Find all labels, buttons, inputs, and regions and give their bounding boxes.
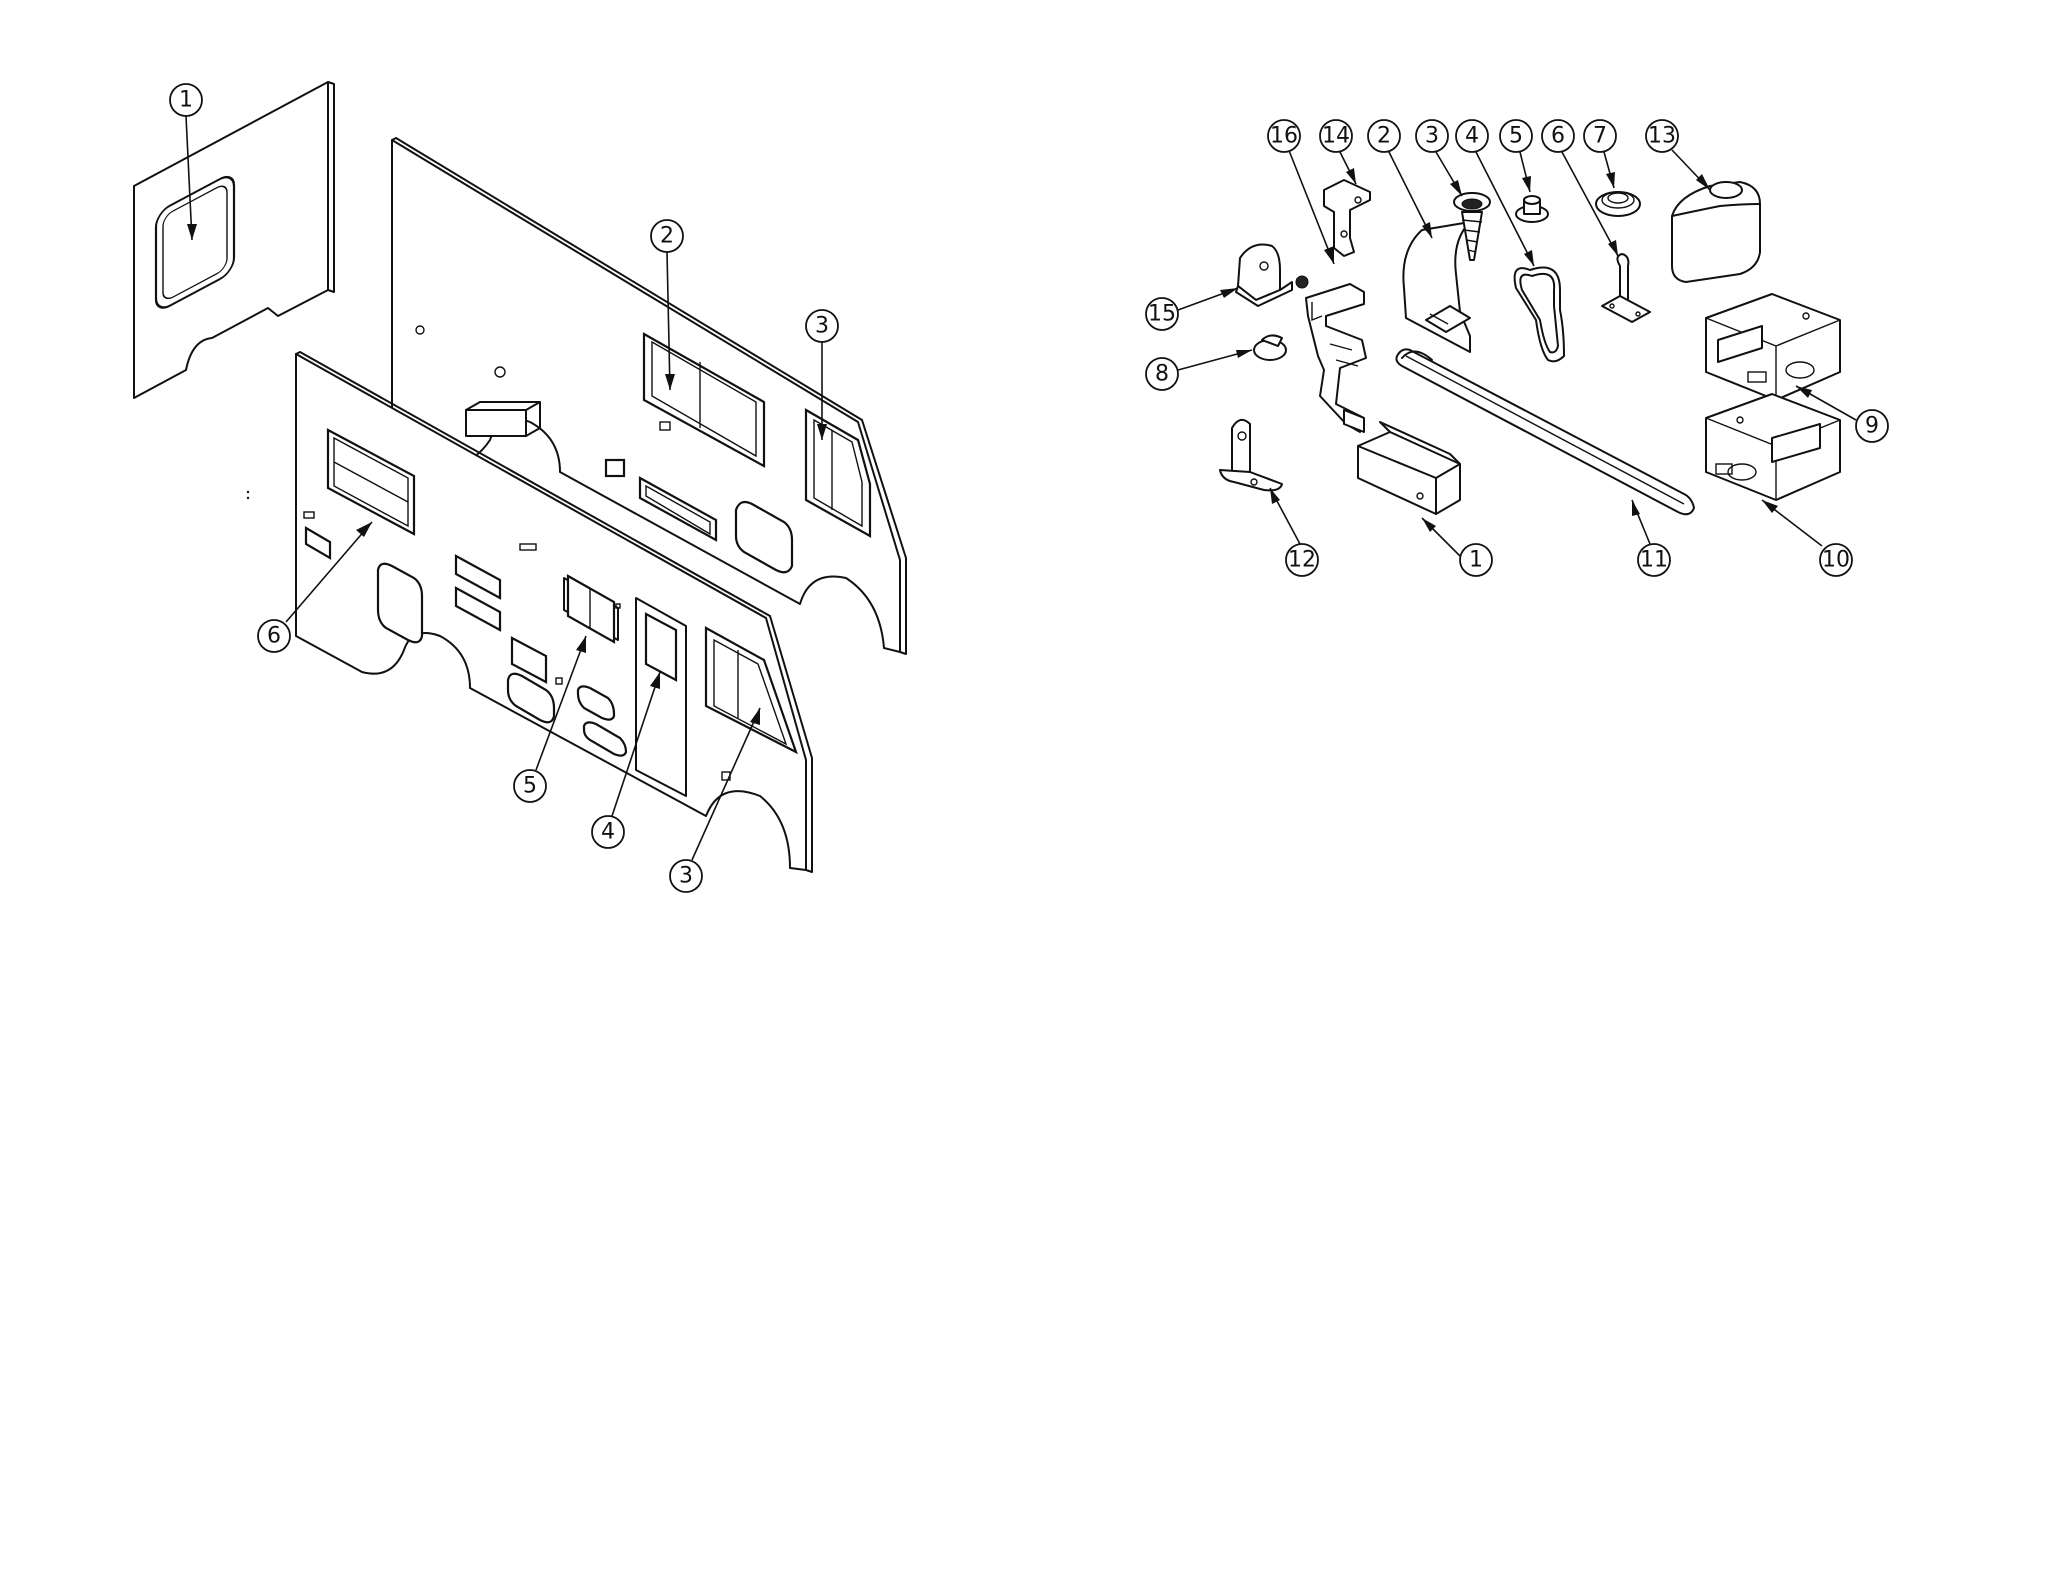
svg-text:12: 12 (1288, 548, 1316, 573)
rear-cap-panel (134, 82, 334, 398)
callout-8-cap: 8 (1146, 350, 1252, 390)
svg-text:9: 9 (1865, 414, 1879, 439)
callout-13-tank: 13 (1646, 120, 1710, 190)
callout-10-bracket-box: 10 (1762, 500, 1852, 576)
svg-text:5: 5 (1509, 124, 1523, 149)
callout-1-channel: 1 (1422, 518, 1492, 576)
svg-text:14: 14 (1322, 124, 1350, 149)
part-4-wire-loop (1515, 268, 1564, 362)
svg-text:2: 2 (660, 224, 674, 249)
svg-text:6: 6 (1551, 124, 1565, 149)
svg-text:16: 16 (1270, 124, 1298, 149)
callout-12-gusset: 12 (1270, 488, 1318, 576)
part-2-curved-strip (1403, 222, 1470, 352)
part-8-cap (1254, 335, 1286, 360)
part-10-bracket-box (1706, 394, 1840, 500)
part-7-grommet (1596, 192, 1640, 216)
svg-text:7: 7 (1593, 124, 1607, 149)
callout-3-screw: 3 (1416, 120, 1462, 196)
part-13-tank (1672, 182, 1760, 282)
hardware-parts-right (1220, 180, 1840, 514)
svg-text:3: 3 (679, 864, 693, 889)
svg-text:3: 3 (815, 314, 829, 339)
svg-text:3: 3 (1425, 124, 1439, 149)
stray-mark (247, 491, 249, 499)
part-12-gusset (1220, 420, 1282, 491)
svg-text:4: 4 (601, 820, 615, 845)
part-5-button (1516, 196, 1548, 222)
part-14-hinge (1324, 180, 1370, 256)
svg-text:1: 1 (179, 88, 193, 113)
callout-15-bracket: 15 (1146, 288, 1238, 330)
svg-text:11: 11 (1640, 548, 1668, 573)
part-1-channel (1358, 422, 1460, 514)
part-9-bracket-box (1706, 294, 1840, 400)
panel-assembly-left (134, 82, 906, 872)
svg-text:8: 8 (1155, 362, 1169, 387)
svg-text:10: 10 (1822, 548, 1850, 573)
part-16-mount-arm (1306, 284, 1366, 432)
callout-7-grommet: 7 (1584, 120, 1616, 188)
svg-text:1: 1 (1469, 548, 1483, 573)
part-6-post (1602, 254, 1650, 322)
callout-5-button: 5 (1500, 120, 1532, 192)
svg-text:6: 6 (267, 624, 281, 649)
svg-text:13: 13 (1648, 124, 1676, 149)
callout-14: 14 (1320, 120, 1356, 184)
part-15-bracket (1236, 245, 1308, 307)
callout-11-rod: 11 (1632, 500, 1670, 576)
svg-text:15: 15 (1148, 302, 1176, 327)
svg-text:5: 5 (523, 774, 537, 799)
svg-text:4: 4 (1465, 124, 1479, 149)
svg-text:2: 2 (1377, 124, 1391, 149)
